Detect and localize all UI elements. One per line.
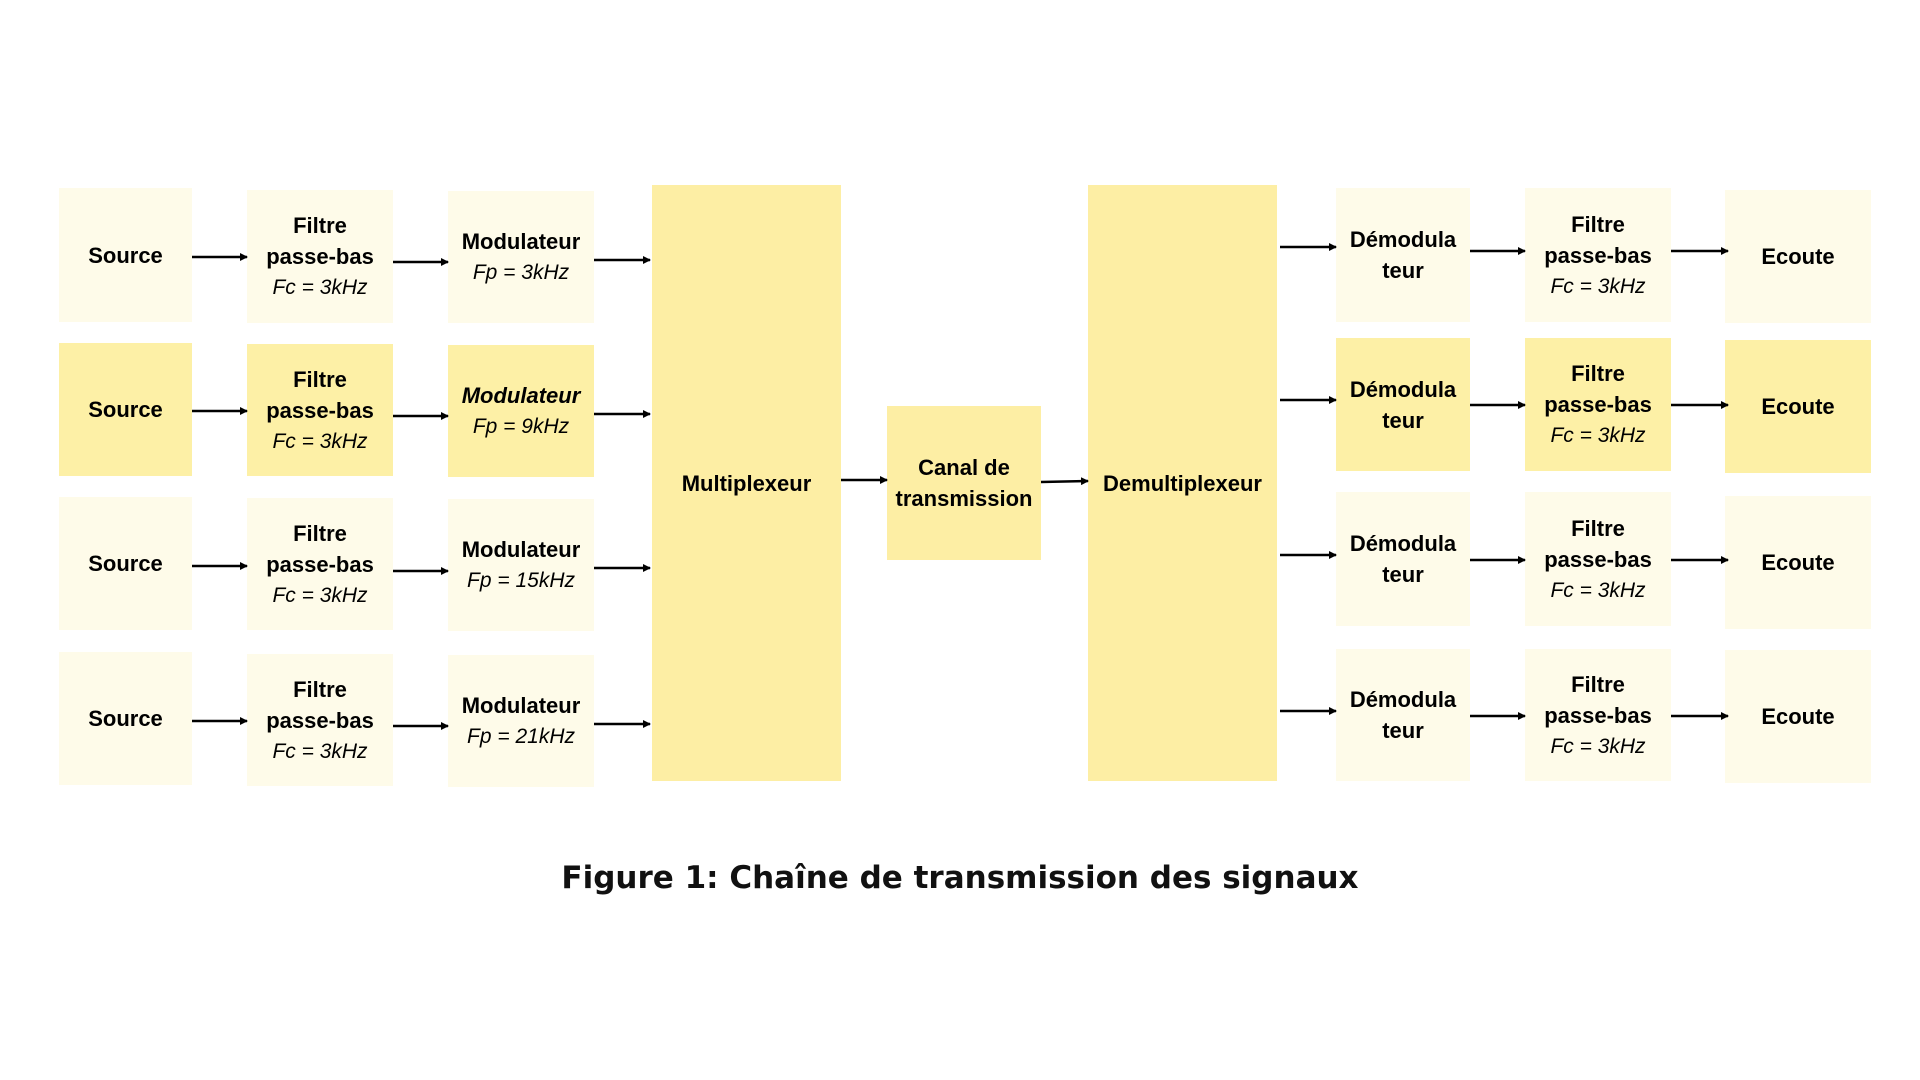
filter-subtitle: passe-bas bbox=[266, 551, 374, 577]
filter-cutoff: Fc = 3kHz bbox=[272, 429, 368, 453]
filter-cutoff: Fc = 3kHz bbox=[272, 583, 368, 607]
multiplexer-block: Multiplexeur bbox=[652, 185, 841, 781]
filter-title: Filtre bbox=[1571, 671, 1625, 697]
figure-caption: Figure 1: Chaîne de transmission des sig… bbox=[561, 860, 1359, 896]
filter-subtitle: passe-bas bbox=[1544, 546, 1652, 572]
source-block-3: Source bbox=[59, 497, 192, 630]
filter-title: Filtre bbox=[1571, 515, 1625, 541]
listen-output-block-1: Ecoute bbox=[1725, 190, 1871, 323]
lowpass-filter-block-1: Filtre passe-bas Fc = 3kHz bbox=[247, 190, 393, 323]
filter-title: Filtre bbox=[293, 520, 347, 546]
modulator-carrier: Fp = 9kHz bbox=[472, 415, 570, 438]
listen-label: Ecoute bbox=[1761, 704, 1835, 729]
filter-cutoff: Fc = 3kHz bbox=[272, 276, 368, 299]
filter-cutoff: Fc = 3kHz bbox=[1550, 274, 1646, 298]
listen-label: Ecoute bbox=[1761, 394, 1835, 419]
filter-title: Filtre bbox=[293, 366, 347, 392]
modulator-title: Modulateur bbox=[461, 383, 581, 408]
filter-cutoff: Fc = 3kHz bbox=[1550, 578, 1646, 602]
modulator-block-2: Modulateur Fp = 9kHz bbox=[448, 345, 594, 477]
demodulator-label-line2: teur bbox=[1382, 258, 1424, 283]
rx-lowpass-filter-block-4: Filtre passe-bas Fc = 3kHz bbox=[1525, 649, 1671, 781]
rx-lowpass-filter-block-2: Filtre passe-bas Fc = 3kHz bbox=[1525, 338, 1671, 471]
modulator-carrier: Fp = 21kHz bbox=[467, 725, 575, 748]
filter-subtitle: passe-bas bbox=[1544, 242, 1652, 268]
filter-subtitle: passe-bas bbox=[266, 397, 374, 423]
listen-label: Ecoute bbox=[1761, 244, 1835, 269]
modulator-block-1: Modulateur Fp = 3kHz bbox=[448, 191, 594, 323]
demodulator-block-2: Démodula teur bbox=[1336, 338, 1470, 471]
source-block-1: Source bbox=[59, 188, 192, 322]
modulator-carrier: Fp = 15kHz bbox=[467, 569, 575, 592]
demodulator-block-3: Démodula teur bbox=[1336, 492, 1470, 626]
listen-output-block-2: Ecoute bbox=[1725, 340, 1871, 473]
demultiplexer-label: Demultiplexeur bbox=[1103, 470, 1262, 496]
rx-lowpass-filter-block-1: Filtre passe-bas Fc = 3kHz bbox=[1525, 188, 1671, 322]
source-label: Source bbox=[88, 242, 163, 268]
filter-subtitle: passe-bas bbox=[1544, 392, 1652, 417]
filter-cutoff: Fc = 3kHz bbox=[272, 739, 368, 763]
listen-output-block-4: Ecoute bbox=[1725, 650, 1871, 783]
filter-cutoff: Fc = 3kHz bbox=[1550, 424, 1646, 447]
source-label: Source bbox=[88, 706, 163, 731]
channel-label-line2: transmission bbox=[895, 486, 1033, 511]
filter-title: Filtre bbox=[293, 676, 347, 702]
rx-lowpass-filter-block-3: Filtre passe-bas Fc = 3kHz bbox=[1525, 492, 1671, 626]
source-label: Source bbox=[88, 397, 163, 422]
channel-block: Canal de transmission bbox=[887, 406, 1041, 560]
demultiplexer-block: Demultiplexeur bbox=[1088, 185, 1277, 781]
source-label: Source bbox=[88, 551, 163, 576]
listen-label: Ecoute bbox=[1761, 550, 1835, 575]
listen-output-block-3: Ecoute bbox=[1725, 496, 1871, 629]
filter-title: Filtre bbox=[293, 213, 347, 238]
modulator-title: Modulateur bbox=[461, 693, 581, 718]
filter-title: Filtre bbox=[1571, 361, 1625, 386]
filter-title: Filtre bbox=[1571, 211, 1625, 237]
demodulator-label-line2: teur bbox=[1382, 407, 1424, 433]
source-block-4: Source bbox=[59, 652, 192, 785]
demodulator-label-line1: Démodula bbox=[1349, 376, 1457, 402]
lowpass-filter-block-2: Filtre passe-bas Fc = 3kHz bbox=[247, 344, 393, 476]
filter-subtitle: passe-bas bbox=[1544, 702, 1652, 728]
demodulator-label-line2: teur bbox=[1382, 562, 1424, 587]
lowpass-filter-block-3: Filtre passe-bas Fc = 3kHz bbox=[247, 498, 393, 630]
filter-subtitle: passe-bas bbox=[266, 707, 374, 733]
modulator-title: Modulateur bbox=[461, 537, 581, 562]
demodulator-label-line1: Démodula bbox=[1349, 531, 1457, 556]
demodulator-label-line1: Démodula bbox=[1349, 227, 1457, 252]
arrow-channel-to-demux bbox=[1040, 477, 1089, 486]
demodulator-label-line1: Démodula bbox=[1349, 687, 1457, 712]
multiplexer-label: Multiplexeur bbox=[681, 470, 812, 496]
modulator-block-3: Modulateur Fp = 15kHz bbox=[448, 499, 594, 631]
channel-label-line1: Canal de bbox=[918, 455, 1010, 480]
demodulator-block-1: Démodula teur bbox=[1336, 188, 1470, 322]
demodulator-label-line2: teur bbox=[1382, 718, 1424, 743]
modulator-title: Modulateur bbox=[461, 229, 581, 254]
lowpass-filter-block-4: Filtre passe-bas Fc = 3kHz bbox=[247, 654, 393, 786]
modulator-block-4: Modulateur Fp = 21kHz bbox=[448, 655, 594, 787]
demodulator-block-4: Démodula teur bbox=[1336, 649, 1470, 781]
filter-cutoff: Fc = 3kHz bbox=[1550, 734, 1646, 758]
source-block-2: Source bbox=[59, 343, 192, 476]
modulator-carrier: Fp = 3kHz bbox=[472, 261, 570, 284]
filter-subtitle: passe-bas bbox=[266, 244, 374, 269]
